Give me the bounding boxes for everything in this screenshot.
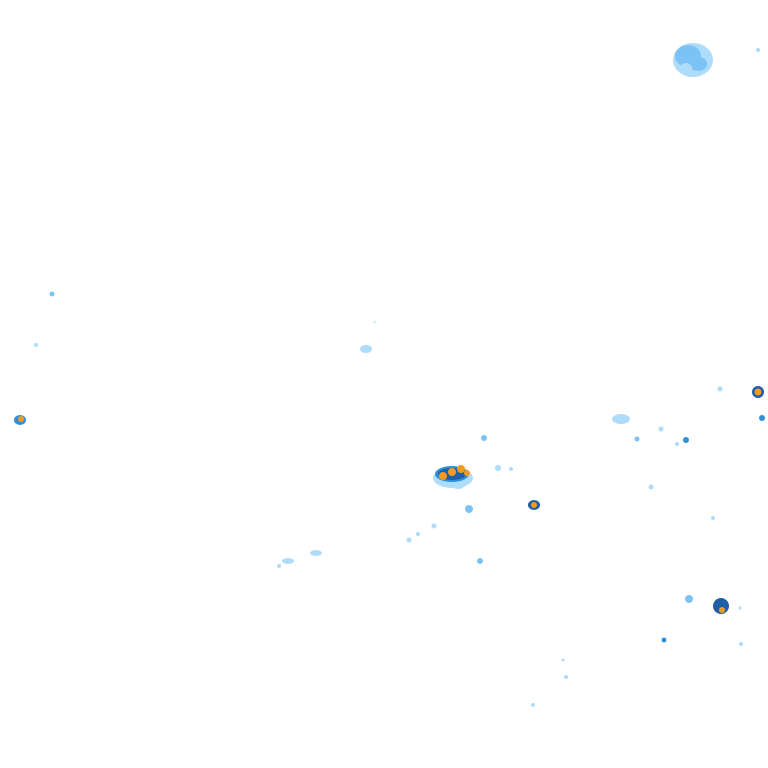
echo-west-edge-cell <box>14 415 26 425</box>
echo-south-central-cell <box>528 500 540 510</box>
echo-southeast-cell <box>685 595 729 614</box>
echo-northeast-cluster <box>673 43 760 77</box>
echo-scattered-showers <box>34 291 743 707</box>
echo-east-edge-cell <box>752 386 765 421</box>
echo-central-storm <box>433 465 473 489</box>
